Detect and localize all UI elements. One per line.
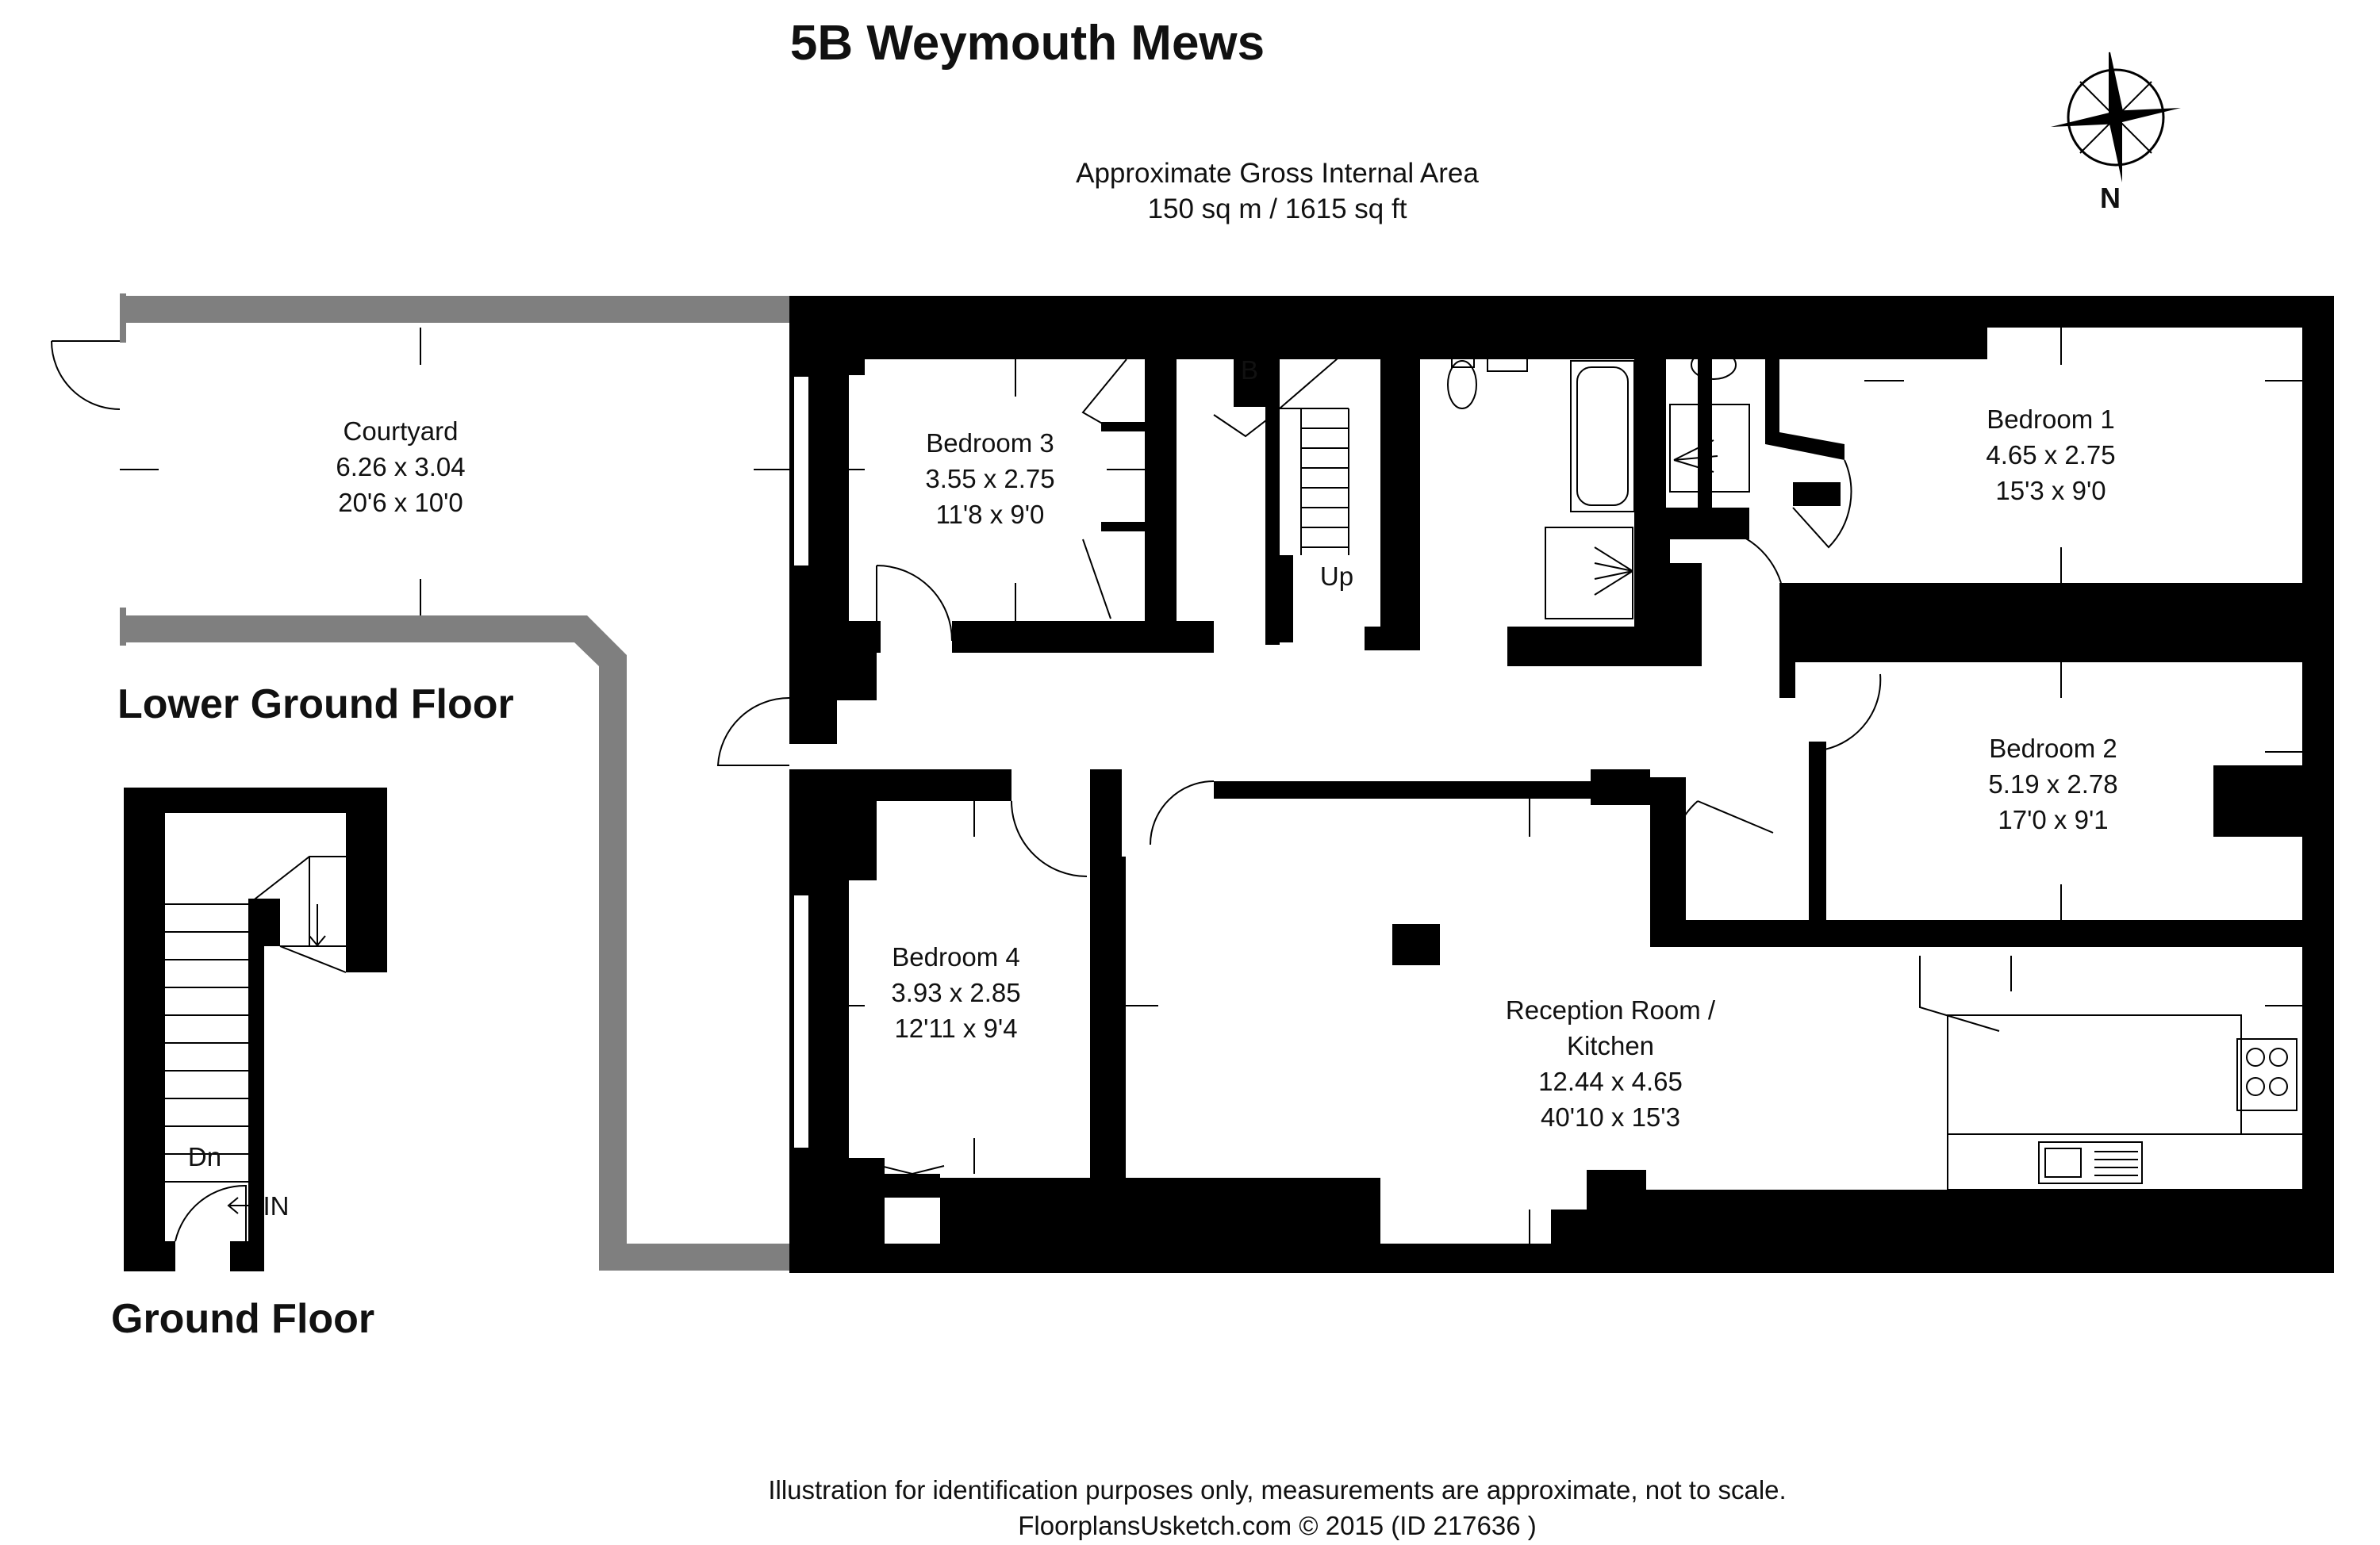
bathtub-icon <box>1570 360 1635 512</box>
stairs-down-label: Dn <box>188 1142 221 1171</box>
room-name: Bedroom 1 <box>1987 404 2114 434</box>
room-metric: 3.93 x 2.85 <box>891 978 1020 1007</box>
basin-icon <box>1487 340 1528 372</box>
room-imperial: 40'10 x 15'3 <box>1541 1102 1680 1132</box>
area-label: Approximate Gross Internal Area <box>1076 158 1479 189</box>
room-name: Courtyard <box>344 416 459 446</box>
room-metric: 12.44 x 4.65 <box>1538 1067 1683 1096</box>
ground-floor-plan: Dn IN Ground Floor <box>111 788 387 1342</box>
plan-title: 5B Weymouth Mews <box>790 16 1265 71</box>
toilet-icon <box>1447 352 1477 409</box>
stairs-up-icon <box>1279 348 1380 555</box>
stairs-up-label: Up <box>1320 562 1353 591</box>
room-name-line1: Reception Room / <box>1506 995 1716 1025</box>
room-bedroom-3: Bedroom 3 3.55 x 2.75 11'8 x 9'0 <box>925 428 1054 529</box>
room-imperial: 17'0 x 9'1 <box>1998 805 2108 834</box>
ensuite-shower-icon <box>1669 404 1750 493</box>
room-imperial: 11'8 x 9'0 <box>936 500 1045 529</box>
sink-icon <box>2038 1141 2143 1184</box>
room-name: Bedroom 4 <box>892 942 1019 972</box>
room-reception-kitchen: Reception Room / Kitchen 12.44 x 4.65 40… <box>1506 995 1716 1132</box>
stairs-down-icon <box>165 856 347 1183</box>
copyright: FloorplansUsketch.com © 2015 (ID 217636 … <box>1018 1511 1536 1540</box>
room-imperial: 12'11 x 9'4 <box>894 1014 1017 1043</box>
lower-ground-floor-label: Lower Ground Floor <box>117 681 514 727</box>
disclaimer: Illustration for identification purposes… <box>768 1475 1786 1505</box>
room-courtyard: Courtyard 6.26 x 3.04 20'6 x 10'0 <box>336 416 465 517</box>
compass-rose-icon <box>2051 52 2181 182</box>
room-name: Bedroom 3 <box>926 428 1054 458</box>
entrance-arrow-icon <box>227 1197 262 1214</box>
room-bedroom-1: Bedroom 1 4.65 x 2.75 15'3 x 9'0 <box>1986 404 2115 505</box>
room-bedroom-2: Bedroom 2 5.19 x 2.78 17'0 x 9'1 <box>1988 734 2117 834</box>
room-metric: 4.65 x 2.75 <box>1986 440 2115 470</box>
room-name-line2: Kitchen <box>1567 1031 1654 1060</box>
compass-label: N <box>2100 182 2121 214</box>
ensuite-basin-icon <box>1788 328 1825 358</box>
lower-ground-floor-plan: B Up Cour <box>51 293 2334 1273</box>
room-imperial: 15'3 x 9'0 <box>1995 476 2106 505</box>
boiler-label: B <box>1241 355 1258 385</box>
room-imperial: 20'6 x 10'0 <box>338 488 463 517</box>
room-metric: 5.19 x 2.78 <box>1988 769 2117 799</box>
entrance-label: IN <box>263 1191 290 1221</box>
shower-icon <box>1545 527 1633 619</box>
hob-icon <box>2246 1048 2288 1096</box>
ground-floor-label: Ground Floor <box>111 1296 374 1342</box>
room-bedroom-4: Bedroom 4 3.93 x 2.85 12'11 x 9'4 <box>891 942 1020 1043</box>
room-name: Bedroom 2 <box>1989 734 2117 763</box>
ensuite-toilet-icon <box>1691 350 1737 380</box>
dimension-arrows <box>120 328 2302 1244</box>
area-value: 150 sq m / 1615 sq ft <box>1148 194 1407 224</box>
room-metric: 3.55 x 2.75 <box>925 464 1054 493</box>
room-metric: 6.26 x 3.04 <box>336 452 465 481</box>
